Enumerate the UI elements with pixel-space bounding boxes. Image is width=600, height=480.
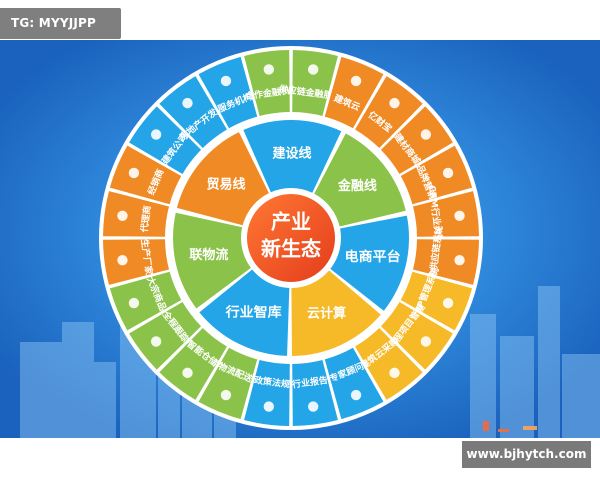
outer-sector-9 — [400, 145, 473, 205]
inner-sector-label-3: 电商平台 — [345, 249, 401, 265]
outer-sector-4 — [244, 50, 290, 116]
outer-sector-13 — [380, 302, 453, 370]
inner-sector-2 — [314, 133, 406, 227]
cloud-purchase-icon — [389, 367, 400, 379]
law-icon — [263, 401, 275, 412]
truck-icon — [220, 389, 232, 401]
bottom-right-watermark: www.bjhytch.com — [462, 441, 591, 468]
outer-sector-12 — [400, 271, 473, 331]
inner-sector-5 — [199, 269, 290, 356]
top-left-watermark: TG: MYYJJPP — [0, 8, 121, 39]
city-building-8 — [470, 314, 496, 438]
chart-icon — [442, 167, 454, 179]
inner-sector-label-2: 金融线 — [337, 178, 377, 194]
warehouse-icon — [182, 367, 193, 379]
outer-sector-17 — [244, 360, 290, 426]
office-icon — [150, 129, 162, 140]
expert-icon — [350, 389, 362, 401]
outer-sector-22 — [103, 239, 169, 285]
inner-sector-7 — [176, 132, 269, 226]
outer-sector-2 — [159, 76, 227, 149]
chain-icon — [307, 64, 319, 75]
factory-icon — [117, 254, 128, 266]
outer-sector-label-23: 代理商 — [138, 205, 154, 234]
city-building-9 — [500, 336, 534, 438]
money-icon — [389, 97, 400, 109]
outer-sector-3 — [198, 56, 258, 129]
industry-ecosystem-graphic: 建筑公司房地产开发商服务机构合作金融机构供应链金融服务建筑云亿财宝建材商城品牌营… — [0, 40, 600, 438]
inner-sector-label-6: 联物流 — [189, 247, 228, 263]
outer-sector-16 — [292, 360, 338, 426]
outer-sector-11 — [413, 239, 479, 285]
outer-sector-18 — [198, 347, 258, 420]
outer-sector-7 — [355, 76, 423, 149]
inner-sector-1 — [243, 120, 342, 193]
outer-sector-20 — [129, 302, 202, 370]
city-building-3 — [94, 362, 116, 438]
gear-icon — [454, 254, 465, 266]
outer-sector-21 — [109, 271, 182, 331]
city-building-2 — [62, 322, 94, 438]
erp-icon — [442, 297, 454, 309]
city-skyline-background — [20, 286, 600, 438]
inner-sector-3 — [330, 215, 409, 311]
outer-sector-1 — [129, 106, 202, 174]
inner-sector-label-5: 行业智库 — [225, 305, 282, 321]
city-building-11 — [562, 354, 600, 438]
database-icon — [454, 210, 465, 222]
outer-sector-6 — [324, 56, 384, 129]
outer-sector-23 — [103, 191, 169, 237]
center-disc — [243, 190, 339, 286]
box-icon — [128, 297, 140, 309]
report-icon — [307, 401, 319, 412]
inner-sector-6 — [173, 212, 251, 309]
outer-sector-14 — [355, 327, 423, 400]
agent-icon — [117, 210, 128, 222]
inner-sector-label-7: 贸易线 — [206, 176, 245, 192]
ecosystem-wheel-svg: 建筑公司房地产开发商服务机构合作金融机构供应链金融服务建筑云亿财宝建材商城品牌营… — [0, 40, 600, 438]
dealer-icon — [128, 167, 140, 179]
outer-sector-10 — [413, 191, 479, 237]
city-building-1 — [20, 342, 62, 438]
center-title-line-1: 产业 — [271, 210, 311, 234]
inner-sector-4 — [291, 270, 381, 356]
cart-icon — [420, 129, 432, 140]
cloud-icon — [350, 75, 362, 87]
outer-sector-24 — [109, 145, 182, 205]
center-title-line-2: 新生态 — [261, 237, 321, 261]
project-icon — [420, 336, 432, 347]
outer-sector-8 — [380, 106, 453, 174]
inner-sector-label-1: 建设线 — [273, 146, 312, 162]
city-building-10 — [538, 286, 560, 438]
decorative-bottom-right-mark — [483, 421, 537, 432]
inner-sector-label-4: 云计算 — [307, 306, 346, 322]
bank-icon — [263, 64, 275, 75]
building-icon — [182, 97, 193, 109]
handshake-icon — [220, 75, 232, 87]
outer-sector-5 — [292, 50, 338, 116]
outer-sector-15 — [324, 347, 384, 420]
location-icon — [150, 336, 162, 347]
outer-sector-19 — [159, 327, 227, 400]
